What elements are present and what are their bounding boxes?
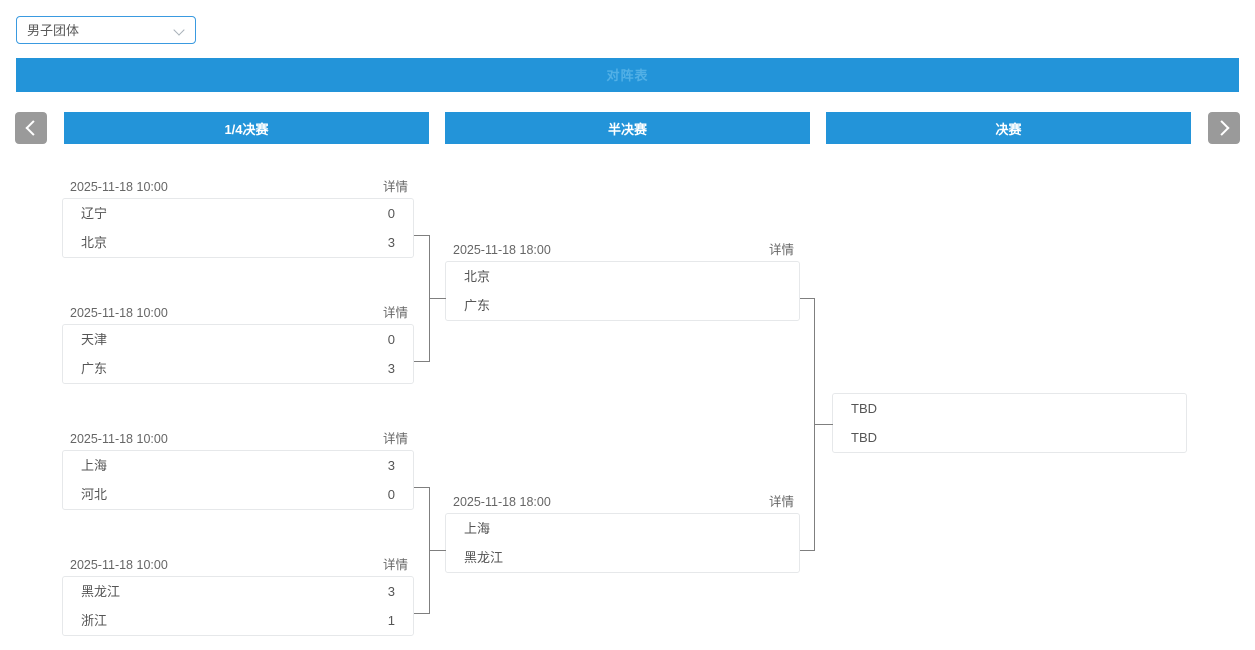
team-name: 河北: [81, 488, 108, 501]
team-name: TBD: [851, 402, 877, 415]
bracket-connector: [429, 550, 446, 551]
match-quarterfinal-3: 2025-11-18 10:00 详情 上海 3 河北 0: [62, 428, 414, 510]
team-name: 黑龙江: [464, 551, 504, 564]
bracket-connector: [414, 235, 430, 236]
bracket-connector: [429, 298, 446, 299]
bracket-connector: [414, 613, 430, 614]
team-row-away: 广东 3: [63, 354, 413, 383]
prev-round-button[interactable]: [15, 112, 47, 144]
team-name: 天津: [81, 333, 108, 346]
match-card[interactable]: 上海 3 河北 0: [62, 450, 414, 510]
match-header: 2025-11-18 10:00 详情: [62, 302, 414, 324]
match-final: TBD TBD: [832, 393, 1187, 453]
match-detail-link[interactable]: 详情: [382, 557, 408, 572]
match-header: 2025-11-18 10:00 详情: [62, 428, 414, 450]
event-category-select[interactable]: 男子团体: [16, 16, 196, 44]
team-name: 上海: [464, 522, 491, 535]
match-card[interactable]: TBD TBD: [832, 393, 1187, 453]
team-name: 北京: [464, 270, 491, 283]
round-tab-quarterfinal[interactable]: 1/4决赛: [64, 112, 429, 144]
team-row-away: TBD: [833, 423, 1186, 452]
team-name: 浙江: [81, 614, 108, 627]
bracket-connector: [800, 298, 815, 299]
match-header: 2025-11-18 18:00 详情: [445, 239, 800, 261]
team-row-home: 天津 0: [63, 325, 413, 354]
bracket-banner: 对阵表: [16, 58, 1239, 92]
match-card[interactable]: 天津 0 广东 3: [62, 324, 414, 384]
team-row-away: 广东: [446, 291, 799, 320]
team-score: 0: [387, 206, 395, 221]
match-time: 2025-11-18 18:00: [453, 242, 551, 257]
match-time: 2025-11-18 10:00: [70, 431, 168, 446]
match-detail-link[interactable]: 详情: [768, 242, 794, 257]
match-semifinal-2: 2025-11-18 18:00 详情 上海 黑龙江: [445, 491, 800, 573]
match-detail-link[interactable]: 详情: [382, 431, 408, 446]
round-header-row: 1/4决赛 半决赛 决赛: [0, 112, 1255, 144]
toolbar: 男子团体: [0, 0, 1255, 58]
team-name: 广东: [464, 299, 491, 312]
chevron-down-icon: [173, 23, 187, 37]
team-score: 3: [387, 458, 395, 473]
team-score: 3: [387, 584, 395, 599]
team-score: 0: [387, 332, 395, 347]
match-quarterfinal-2: 2025-11-18 10:00 详情 天津 0 广东 3: [62, 302, 414, 384]
chevron-right-icon: [1214, 120, 1230, 136]
match-time: 2025-11-18 18:00: [453, 494, 551, 509]
round-tab-final[interactable]: 决赛: [826, 112, 1191, 144]
team-name: 北京: [81, 236, 108, 249]
team-row-away: 浙江 1: [63, 606, 413, 635]
team-name: TBD: [851, 431, 877, 444]
team-score: 3: [387, 235, 395, 250]
match-time: 2025-11-18 10:00: [70, 179, 168, 194]
match-detail-link[interactable]: 详情: [382, 179, 408, 194]
team-row-home: 黑龙江 3: [63, 577, 413, 606]
match-header: 2025-11-18 10:00 详情: [62, 176, 414, 198]
team-row-away: 河北 0: [63, 480, 413, 509]
match-detail-link[interactable]: 详情: [382, 305, 408, 320]
match-card[interactable]: 上海 黑龙江: [445, 513, 800, 573]
match-time: 2025-11-18 10:00: [70, 557, 168, 572]
team-row-home: 上海 3: [63, 451, 413, 480]
match-time: 2025-11-18 10:00: [70, 305, 168, 320]
event-category-value: 男子团体: [27, 23, 80, 37]
team-name: 广东: [81, 362, 108, 375]
bracket-banner-title: 对阵表: [606, 67, 649, 83]
match-header: 2025-11-18 18:00 详情: [445, 491, 800, 513]
round-tab-semifinal[interactable]: 半决赛: [445, 112, 810, 144]
bracket-area: 2025-11-18 10:00 详情 辽宁 0 北京 3 2025-11-18…: [0, 144, 1255, 650]
team-name: 黑龙江: [81, 585, 121, 598]
match-semifinal-1: 2025-11-18 18:00 详情 北京 广东: [445, 239, 800, 321]
bracket-connector: [800, 550, 815, 551]
team-score: 3: [387, 361, 395, 376]
team-row-away: 黑龙江: [446, 543, 799, 572]
match-card[interactable]: 黑龙江 3 浙江 1: [62, 576, 414, 636]
bracket-connector: [814, 424, 833, 425]
next-round-button[interactable]: [1208, 112, 1240, 144]
chevron-left-icon: [25, 120, 41, 136]
bracket-connector: [414, 487, 430, 488]
match-quarterfinal-4: 2025-11-18 10:00 详情 黑龙江 3 浙江 1: [62, 554, 414, 636]
bracket-connector: [414, 361, 430, 362]
team-row-home: 辽宁 0: [63, 199, 413, 228]
team-row-home: 上海: [446, 514, 799, 543]
team-name: 辽宁: [81, 207, 108, 220]
match-header: 2025-11-18 10:00 详情: [62, 554, 414, 576]
match-card[interactable]: 北京 广东: [445, 261, 800, 321]
team-name: 上海: [81, 459, 108, 472]
team-row-home: 北京: [446, 262, 799, 291]
team-score: 0: [387, 487, 395, 502]
team-row-away: 北京 3: [63, 228, 413, 257]
team-score: 1: [387, 613, 395, 628]
match-quarterfinal-1: 2025-11-18 10:00 详情 辽宁 0 北京 3: [62, 176, 414, 258]
match-card[interactable]: 辽宁 0 北京 3: [62, 198, 414, 258]
team-row-home: TBD: [833, 394, 1186, 423]
match-detail-link[interactable]: 详情: [768, 494, 794, 509]
